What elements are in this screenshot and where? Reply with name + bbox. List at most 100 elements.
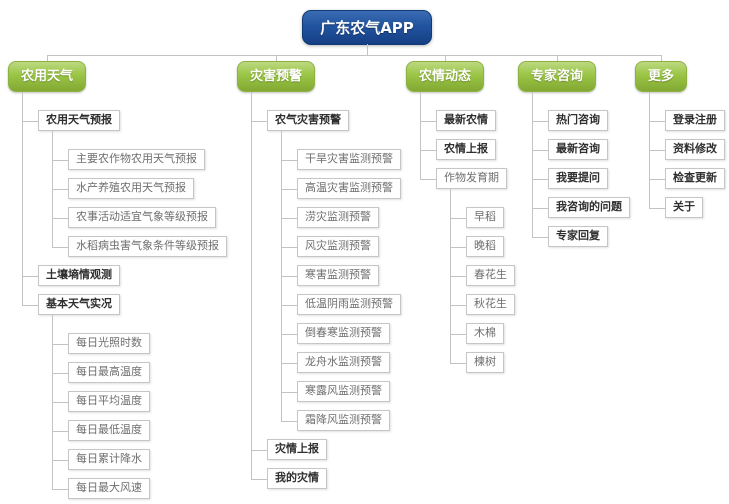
- tree-node: 灾情上报: [267, 439, 327, 460]
- branch-column-1: 农用天气农用天气预报主要农作物农用天气预报水产养殖农用天气预报农事活动适宜气象等…: [8, 61, 227, 499]
- connector-root-stub: [367, 44, 368, 56]
- tree-node: 每日最高温度: [68, 362, 150, 383]
- tree-node: 我要提问: [548, 168, 608, 189]
- tree-row: 涝灾监测预警: [281, 199, 401, 228]
- tree-node: 登录注册: [665, 110, 725, 131]
- tree-node: 每日最大风速: [68, 478, 150, 499]
- branch-head-3: 农情动态: [406, 61, 485, 92]
- tree-row: 早稻: [450, 189, 515, 228]
- tree-row: 土壤墒情观测: [22, 257, 227, 286]
- branch-column-3: 农情动态最新农情农情上报作物发育期早稻晚稻春花生秋花生木棉楝树: [406, 61, 515, 373]
- branch-column-5: 更多登录注册资料修改检查更新关于: [635, 61, 725, 218]
- connector-branch-stub: [661, 55, 662, 62]
- tree-row: 最新咨询: [532, 131, 630, 160]
- tree-node: 寒露风监测预警: [297, 381, 390, 402]
- tree-row: 寒害监测预警: [281, 257, 401, 286]
- tree-row: 关于: [649, 189, 725, 218]
- tree-node: 水产养殖农用天气预报: [68, 178, 194, 199]
- tree-row: 作物发育期早稻晚稻春花生秋花生木棉楝树: [420, 160, 515, 373]
- tree-row: 每日最高温度: [52, 354, 227, 383]
- tree-node: 每日最低温度: [68, 420, 150, 441]
- tree-node: 农用天气预报: [38, 110, 120, 131]
- tree-node: 检查更新: [665, 168, 725, 189]
- tree-row: 灾情上报: [251, 431, 401, 460]
- tree-row: 专家回复: [532, 218, 630, 247]
- tree-row: 资料修改: [649, 131, 725, 160]
- tree-row: 我的灾情: [251, 460, 401, 489]
- tree-node: 风灾监测预警: [297, 236, 379, 257]
- connector-branch-stub: [47, 55, 48, 62]
- tree-row: 霜降风监测预警: [281, 402, 401, 431]
- branch-column-2: 灾害预警农气灾害预警干旱灾害监测预警高温灾害监测预警涝灾监测预警风灾监测预警寒害…: [237, 61, 401, 489]
- tree-row: 登录注册: [649, 92, 725, 131]
- tree-row: 水产养殖农用天气预报: [52, 170, 227, 199]
- tree-node: 水稻病虫害气象条件等级预报: [68, 236, 227, 257]
- branch-head-5: 更多: [635, 61, 688, 92]
- tree-row: 秋花生: [450, 286, 515, 315]
- tree-children-list: 农用天气预报主要农作物农用天气预报水产养殖农用天气预报农事活动适宜气象等级预报水…: [8, 92, 227, 499]
- tree-row: 春花生: [450, 257, 515, 286]
- app-root-node: 广东农气APP: [302, 10, 432, 45]
- tree-row: 倒春寒监测预警: [281, 315, 401, 344]
- tree-row: 每日累计降水: [52, 441, 227, 470]
- tree-children-list: 热门咨询最新咨询我要提问我咨询的问题专家回复: [518, 92, 630, 247]
- tree-node: 每日平均温度: [68, 391, 150, 412]
- connector-bus-line: [47, 55, 661, 56]
- tree-node: 热门咨询: [548, 110, 608, 131]
- tree-row: 低温阴雨监测预警: [281, 286, 401, 315]
- tree-row: 每日最低温度: [52, 412, 227, 441]
- tree-node: 土壤墒情观测: [38, 265, 120, 286]
- tree-children-list: 主要农作物农用天气预报水产养殖农用天气预报农事活动适宜气象等级预报水稻病虫害气象…: [38, 131, 227, 257]
- tree-node: 低温阴雨监测预警: [297, 294, 401, 315]
- tree-row: 干旱灾害监测预警: [281, 131, 401, 170]
- tree-row: 基本天气实况每日光照时数每日最高温度每日平均温度每日最低温度每日累计降水每日最大…: [22, 286, 227, 499]
- branch-head-4: 专家咨询: [518, 61, 597, 92]
- tree-row: 水稻病虫害气象条件等级预报: [52, 228, 227, 257]
- tree-node: 干旱灾害监测预警: [297, 149, 401, 170]
- tree-children-list: 每日光照时数每日最高温度每日平均温度每日最低温度每日累计降水每日最大风速: [38, 315, 227, 499]
- tree-node: 霜降风监测预警: [297, 410, 390, 431]
- tree-node: 农事活动适宜气象等级预报: [68, 207, 216, 228]
- tree-row: 我咨询的问题: [532, 189, 630, 218]
- tree-node: 我的灾情: [267, 468, 327, 489]
- tree-row: 热门咨询: [532, 92, 630, 131]
- tree-row: 农气灾害预警干旱灾害监测预警高温灾害监测预警涝灾监测预警风灾监测预警寒害监测预警…: [251, 92, 401, 431]
- tree-node: 高温灾害监测预警: [297, 178, 401, 199]
- tree-row: 农事活动适宜气象等级预报: [52, 199, 227, 228]
- tree-node: 每日累计降水: [68, 449, 150, 470]
- tree-row: 寒露风监测预警: [281, 373, 401, 402]
- tree-node: 专家回复: [548, 226, 608, 247]
- tree-node: 主要农作物农用天气预报: [68, 149, 205, 170]
- tree-node: 倒春寒监测预警: [297, 323, 390, 344]
- tree-node: 农气灾害预警: [267, 110, 349, 131]
- tree-node: 楝树: [466, 352, 504, 373]
- branch-column-4: 专家咨询热门咨询最新咨询我要提问我咨询的问题专家回复: [518, 61, 630, 247]
- tree-node: 我咨询的问题: [548, 197, 630, 218]
- tree-children-list: 农气灾害预警干旱灾害监测预警高温灾害监测预警涝灾监测预警风灾监测预警寒害监测预警…: [237, 92, 401, 489]
- tree-row: 每日最大风速: [52, 470, 227, 499]
- tree-row: 农用天气预报主要农作物农用天气预报水产养殖农用天气预报农事活动适宜气象等级预报水…: [22, 92, 227, 257]
- tree-row: 龙舟水监测预警: [281, 344, 401, 373]
- tree-row: 风灾监测预警: [281, 228, 401, 257]
- connector-branch-stub: [276, 55, 277, 62]
- tree-row: 晚稻: [450, 228, 515, 257]
- tree-row: 楝树: [450, 344, 515, 373]
- tree-row: 每日光照时数: [52, 315, 227, 354]
- tree-node: 木棉: [466, 323, 504, 344]
- connector-branch-stub: [445, 55, 446, 62]
- tree-row: 检查更新: [649, 160, 725, 189]
- tree-row: 高温灾害监测预警: [281, 170, 401, 199]
- branch-head-2: 灾害预警: [237, 61, 316, 92]
- connector-branch-stub: [557, 55, 558, 62]
- tree-row: 每日平均温度: [52, 383, 227, 412]
- tree-node: 龙舟水监测预警: [297, 352, 390, 373]
- branch-head-1: 农用天气: [8, 61, 87, 92]
- tree-node: 秋花生: [466, 294, 515, 315]
- tree-row: 木棉: [450, 315, 515, 344]
- tree-children-list: 干旱灾害监测预警高温灾害监测预警涝灾监测预警风灾监测预警寒害监测预警低温阴雨监测…: [267, 131, 401, 431]
- tree-node: 早稻: [466, 207, 504, 228]
- tree-node: 寒害监测预警: [297, 265, 379, 286]
- tree-node: 农情上报: [436, 139, 496, 160]
- tree-children-list: 登录注册资料修改检查更新关于: [635, 92, 725, 218]
